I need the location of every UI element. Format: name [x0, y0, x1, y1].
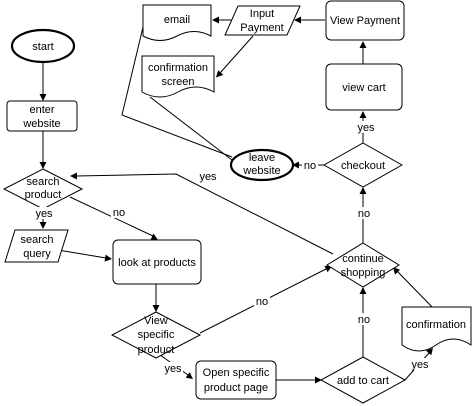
node-input-payment: Input Payment	[224, 5, 301, 36]
svg-text:no: no	[358, 314, 370, 326]
svg-text:yes: yes	[35, 208, 53, 220]
svg-text:look at products: look at products	[118, 257, 196, 269]
node-search-product: search product	[2, 168, 84, 210]
edge-open-product-page-to-add-to-cart	[276, 376, 322, 384]
edge-label-no-checkout: no	[356, 207, 372, 220]
svg-text:website: website	[22, 118, 60, 130]
svg-text:start: start	[32, 41, 53, 53]
node-look-at-products: look at products	[112, 239, 202, 285]
node-enter-website: enter website	[6, 100, 78, 132]
edge-leave-website-to-email	[121, 26, 233, 158]
edge-label-no-continue-shopping: no	[254, 295, 270, 308]
edge-label-yes-view-cart: yes	[356, 121, 376, 134]
node-open-product-page: Open specific product page	[195, 360, 277, 400]
node-confirmation-screen: confirmation screen	[141, 55, 215, 98]
node-continue-shopping: continue shopping	[326, 242, 400, 288]
node-view-specific-product: View specific product	[110, 311, 202, 359]
edge-look-at-products-to-view-specific	[152, 284, 160, 312]
edge-start-to-enter-website	[39, 63, 47, 101]
svg-text:no: no	[256, 296, 268, 308]
node-confirmation: confirmation	[401, 306, 472, 352]
node-search-query: search query	[4, 229, 69, 263]
edge-label-yes-open-product-page: yes	[163, 362, 183, 375]
svg-text:shopping: shopping	[341, 267, 386, 279]
node-view-cart: view cart	[325, 63, 403, 111]
svg-text:website: website	[242, 165, 280, 177]
edge-search-query-to-look-at-products	[57, 249, 112, 262]
svg-text:specific: specific	[138, 329, 175, 341]
edge-enter-website-to-search-product	[39, 131, 47, 169]
edge-label-no-look-at-products: no	[111, 206, 127, 219]
svg-text:enter: enter	[29, 104, 54, 116]
svg-text:confirmation: confirmation	[148, 62, 208, 74]
node-email: email	[142, 4, 212, 41]
svg-text:product: product	[138, 344, 175, 356]
edge-confirmation-to-continue-shopping	[393, 267, 436, 311]
svg-text:Payment: Payment	[240, 22, 283, 34]
svg-text:yes: yes	[164, 363, 182, 375]
node-view-payment: View Payment	[325, 0, 405, 41]
svg-text:leave: leave	[249, 152, 275, 164]
svg-text:yes: yes	[411, 359, 429, 371]
svg-text:add to cart: add to cart	[337, 375, 389, 387]
edge-input-payment-to-email	[212, 16, 233, 24]
svg-text:view cart: view cart	[342, 82, 385, 94]
svg-text:checkout: checkout	[341, 160, 385, 172]
edge-continue-shopping-to-search-product	[70, 172, 334, 255]
svg-text:no: no	[358, 208, 370, 220]
svg-text:search: search	[26, 176, 59, 188]
svg-text:View: View	[144, 315, 168, 327]
edge-label-no-leave-website: no	[302, 159, 318, 172]
node-leave-website: leave website	[229, 148, 295, 182]
svg-text:product: product	[25, 189, 62, 201]
edge-input-payment-to-confirmation-screen	[216, 35, 254, 78]
svg-text:Open specific: Open specific	[203, 367, 270, 379]
svg-text:View Payment: View Payment	[330, 15, 400, 27]
edge-label-yes-confirmation: yes	[410, 358, 430, 371]
svg-text:yes: yes	[199, 171, 217, 183]
node-add-to-cart: add to cart	[319, 356, 407, 404]
edge-label-no-add-to-cart: no	[356, 313, 372, 326]
edge-label-yes-search-product: yes	[198, 170, 218, 183]
node-checkout: checkout	[322, 142, 404, 188]
edge-view-cart-to-view-payment	[359, 41, 367, 64]
svg-text:screen: screen	[161, 76, 194, 88]
svg-text:no: no	[113, 207, 125, 219]
edge-leave-website-to-confirmation-screen	[149, 96, 233, 161]
svg-text:yes: yes	[357, 122, 375, 134]
svg-text:confirmation: confirmation	[406, 319, 466, 331]
svg-text:email: email	[164, 14, 190, 26]
svg-text:no: no	[304, 160, 316, 172]
svg-text:product page: product page	[204, 382, 268, 394]
svg-text:query: query	[23, 248, 51, 260]
edge-view-payment-to-input-payment	[294, 16, 325, 24]
node-start: start	[10, 28, 76, 64]
svg-text:search: search	[20, 234, 53, 246]
edge-label-yes-search-query: yes	[34, 207, 54, 220]
svg-text:Input: Input	[250, 8, 274, 20]
svg-text:continue: continue	[342, 253, 384, 265]
